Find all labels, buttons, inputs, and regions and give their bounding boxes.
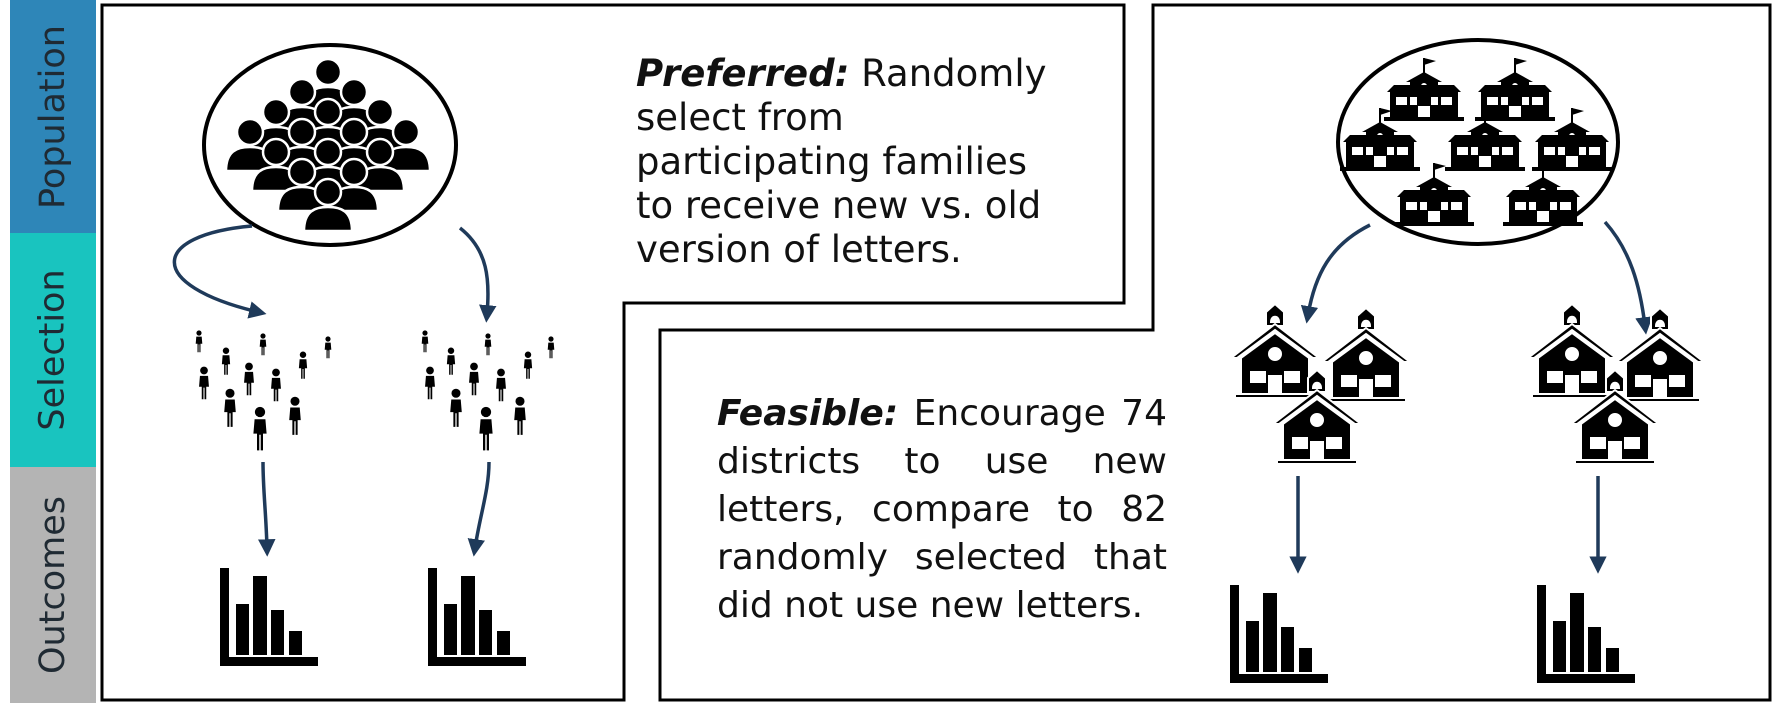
- bar-chart-icon: [1537, 585, 1635, 683]
- preferred-design-box: [100, 3, 1126, 702]
- selection-stage-bar: Selection: [10, 233, 96, 467]
- feasible-lead: Feasible:: [717, 393, 899, 434]
- arrow-to-outcome-a: [258, 461, 276, 557]
- bar-chart-icon: [1230, 585, 1328, 683]
- feasible-design-box: [658, 3, 1772, 702]
- arrow-to-outcome-b: [467, 461, 491, 557]
- crowd-icon: [224, 57, 432, 233]
- school-population-ellipse: [1336, 38, 1620, 246]
- bar-chart-icon: [428, 568, 526, 666]
- bar-chart-icon: [220, 568, 318, 666]
- preferred-body: Randomly select from participating famil…: [636, 52, 1047, 271]
- people-group-icon: [421, 330, 555, 451]
- preferred-description: Preferred: Randomly select from particip…: [636, 52, 1066, 272]
- people-group-icon: [195, 330, 332, 451]
- population-ellipse: [202, 43, 458, 247]
- population-stage-bar: Population: [10, 0, 96, 233]
- preferred-lead: Preferred:: [636, 52, 850, 95]
- arrow-to-treatment-districts: [1300, 223, 1371, 324]
- outcomes-stage-bar: Outcomes: [10, 467, 96, 703]
- school-flag-icon: [1339, 57, 1613, 227]
- arrow-to-group-a: [172, 224, 267, 319]
- schoolhouse-icon: [1230, 303, 1411, 465]
- schoolhouse-icon: [1527, 303, 1705, 465]
- feasible-body: Encourage 74 districts to use new letter…: [717, 393, 1167, 626]
- feasible-description: Feasible: Encourage 74 districts to use …: [717, 390, 1167, 630]
- arrow-to-comparison-districts: [1603, 220, 1653, 335]
- arrow-to-group-b: [458, 226, 497, 323]
